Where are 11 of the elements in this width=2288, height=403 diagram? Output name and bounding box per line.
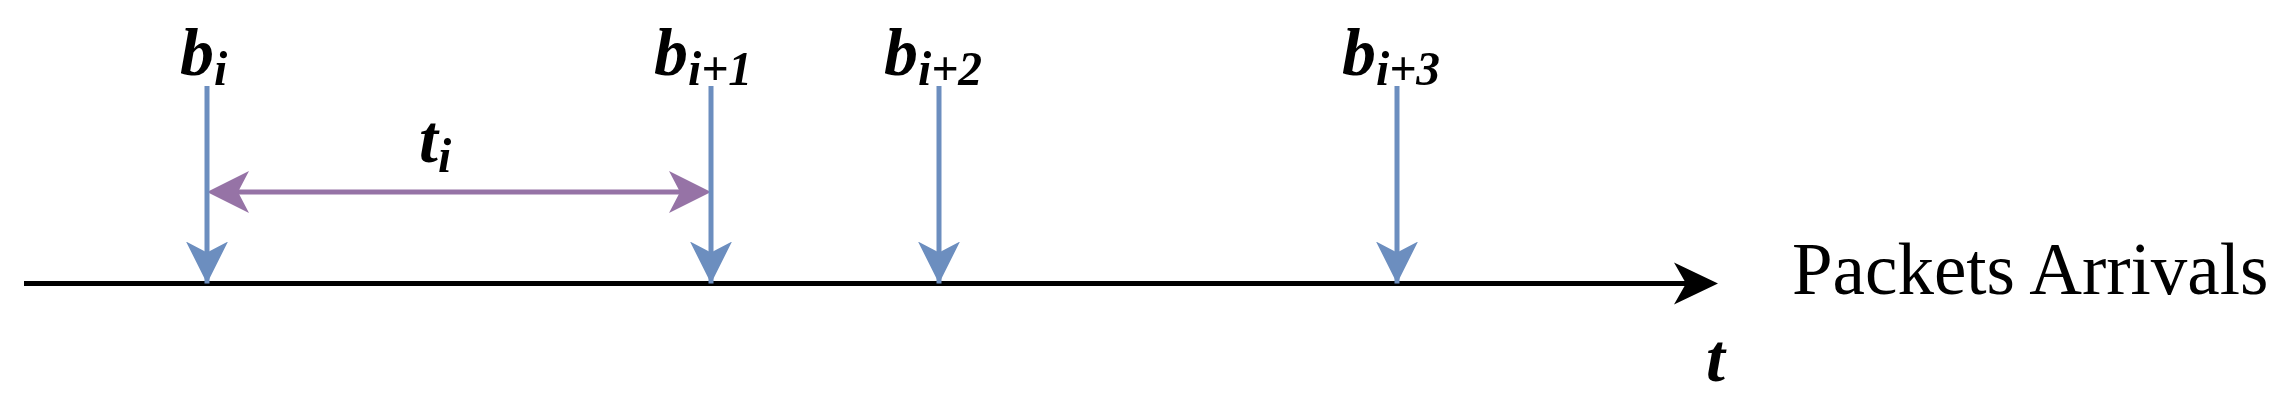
axis-title: Packets Arrivals <box>1792 233 2269 306</box>
variable-label: b$_{i+3}$ <box>1342 18 1441 86</box>
variable-label: b$_{i+2}$ <box>884 18 983 86</box>
arrow <box>186 86 228 284</box>
axis-label: t <box>1706 324 1725 392</box>
arrow <box>918 86 960 284</box>
variable-label: b$_{i}$ <box>180 18 228 86</box>
math-label: t$_{i}$ <box>419 105 452 173</box>
arrow <box>690 86 732 284</box>
arrow <box>1376 86 1418 284</box>
variable-label: b$_{i+1}$ <box>654 18 753 86</box>
